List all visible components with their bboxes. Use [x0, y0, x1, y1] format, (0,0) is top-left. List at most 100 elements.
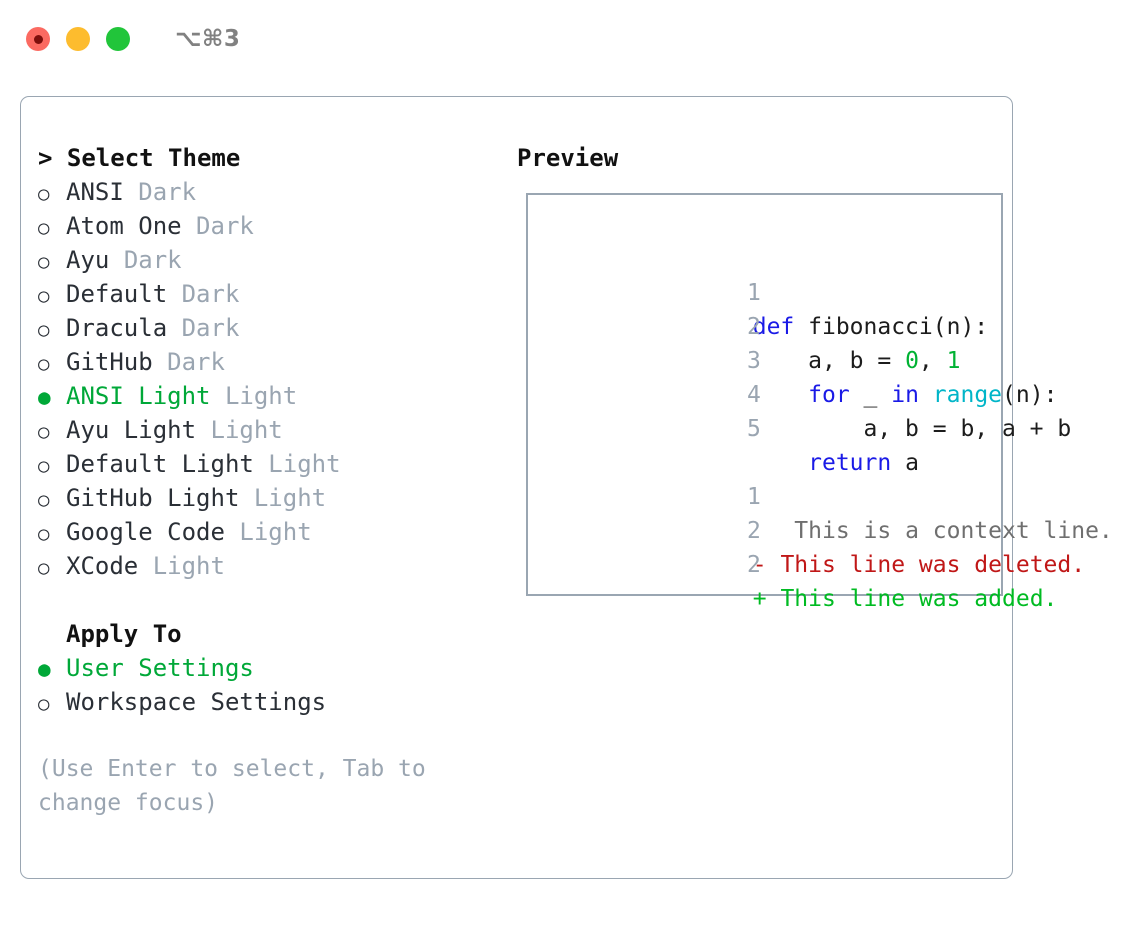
- preview-column: Preview 1 def fibonacci(n): 2 a, b = 0, …: [498, 141, 1113, 870]
- code-token: [919, 382, 933, 408]
- theme-option-variant: Dark: [181, 280, 240, 308]
- theme-option-github-dark[interactable]: ○ GitHub Dark: [38, 345, 498, 379]
- theme-option-label: ANSI: [66, 178, 124, 206]
- theme-option-google-code-light[interactable]: ○ Google Code Light: [38, 515, 498, 549]
- line-number: 1: [747, 280, 761, 306]
- line-number: 2: [747, 552, 761, 578]
- record-dot-icon: [33, 34, 43, 44]
- radio-off-icon[interactable]: ○: [38, 285, 50, 307]
- radio-off-icon[interactable]: ○: [38, 455, 50, 477]
- minimize-button[interactable]: [66, 27, 90, 51]
- theme-option-variant: Light: [224, 382, 298, 410]
- theme-option-variant: Light: [210, 416, 283, 444]
- code-line: 1 def fibonacci(n):: [545, 242, 1001, 340]
- theme-option-variant: Light: [253, 484, 327, 512]
- code-token: range: [932, 382, 1003, 408]
- line-number: 4: [747, 382, 761, 408]
- code-token: return: [808, 450, 892, 476]
- radio-off-icon[interactable]: ○: [38, 557, 50, 579]
- theme-option-ansi-light[interactable]: ● ANSI Light Light: [38, 379, 498, 413]
- code-token: for: [808, 382, 850, 408]
- code-token: 1: [946, 348, 961, 374]
- diff-text: This line was deleted.: [766, 552, 1086, 578]
- theme-option-label: Default: [66, 280, 168, 308]
- maximize-button[interactable]: [106, 27, 130, 51]
- code-token: a, b =: [752, 348, 906, 374]
- theme-option-label: Ayu: [66, 246, 110, 274]
- theme-option-variant: Dark: [167, 348, 225, 376]
- radio-off-icon[interactable]: ○: [38, 319, 50, 341]
- diff-marker: -: [752, 552, 767, 578]
- keyboard-hint-text: (Use Enter to select, Tab to change focu…: [38, 756, 426, 816]
- radio-on-icon[interactable]: ●: [38, 385, 51, 409]
- theme-option-github-light[interactable]: ○ GitHub Light Light: [38, 481, 498, 515]
- theme-option-default-light[interactable]: ○ Default Light Light: [38, 447, 498, 481]
- code-token: ,: [918, 348, 947, 374]
- theme-option-variant: Dark: [196, 212, 254, 240]
- radio-on-icon[interactable]: ●: [38, 657, 51, 681]
- apply-to-option-label: User Settings: [66, 654, 254, 682]
- theme-picker-card: > Select Theme ○ ANSI Dark ○ Atom One Da…: [20, 96, 1113, 879]
- code-line: 5 return a: [545, 378, 1001, 476]
- diff-line-added: 2 + This line was added.: [545, 514, 1057, 612]
- radio-off-icon[interactable]: ○: [38, 251, 50, 273]
- diff-text: This line was added.: [766, 586, 1058, 612]
- theme-option-label: GitHub: [66, 348, 153, 376]
- theme-list-heading: > Select Theme: [38, 144, 241, 172]
- theme-option-variant: Light: [239, 518, 312, 546]
- theme-option-label: Dracula: [66, 314, 168, 342]
- close-button[interactable]: [26, 27, 50, 51]
- window-controls: [26, 27, 130, 51]
- diff-sample: 1 This is a context line. 2 - This line …: [545, 446, 1113, 612]
- theme-list-column: > Select Theme ○ ANSI Dark ○ Atom One Da…: [38, 141, 498, 870]
- theme-option-default-dark[interactable]: ○ Default Dark: [38, 277, 498, 311]
- radio-off-icon[interactable]: ○: [38, 489, 50, 511]
- line-number: 2: [747, 518, 761, 544]
- preview-box: 1 def fibonacci(n): 2 a, b = 0, 1 3 for …: [526, 193, 1113, 612]
- code-line: 4 a, b = b, a + b: [545, 344, 1071, 442]
- radio-off-icon[interactable]: ○: [38, 523, 50, 545]
- code-sample: 1 def fibonacci(n): 2 a, b = 0, 1 3 for …: [545, 242, 1071, 476]
- code-token: (n):: [1002, 382, 1058, 408]
- theme-option-atom-one-dark[interactable]: ○ Atom One Dark: [38, 209, 498, 243]
- line-number: 2: [747, 314, 761, 340]
- code-token: _: [849, 382, 892, 408]
- preview-heading: Preview: [517, 144, 619, 172]
- theme-option-variant: Dark: [123, 246, 182, 274]
- code-token: [753, 450, 808, 476]
- radio-off-icon[interactable]: ○: [38, 217, 50, 239]
- line-number: 5: [747, 416, 761, 442]
- code-token: def: [752, 314, 795, 340]
- theme-option-ayu-light[interactable]: ○ Ayu Light Light: [38, 413, 498, 447]
- radio-off-icon[interactable]: ○: [38, 693, 50, 715]
- theme-option-label: GitHub Light: [66, 484, 240, 512]
- theme-option-variant: Dark: [138, 178, 197, 206]
- theme-option-xcode-light[interactable]: ○ XCode Light: [38, 549, 498, 583]
- apply-to-option-user-settings[interactable]: ● User Settings: [38, 651, 498, 685]
- apply-to-options-list: ● User Settings ○ Workspace Settings: [38, 651, 498, 719]
- theme-option-variant: Light: [268, 450, 341, 478]
- radio-off-icon[interactable]: ○: [38, 353, 50, 375]
- theme-option-dracula-dark[interactable]: ○ Dracula Dark: [38, 311, 498, 345]
- apply-to-heading: Apply To: [66, 620, 182, 648]
- code-token: in: [891, 382, 919, 408]
- diff-line-context: 1 This is a context line.: [545, 446, 1113, 544]
- line-number: 1: [747, 484, 761, 510]
- theme-option-ansi-dark[interactable]: ○ ANSI Dark: [38, 175, 498, 209]
- theme-option-label: ANSI Light: [66, 382, 211, 410]
- theme-option-label: Google Code: [66, 518, 225, 546]
- theme-option-variant: Dark: [181, 314, 240, 342]
- keyboard-shortcut-label: ⌥⌘3: [175, 26, 241, 52]
- radio-off-icon[interactable]: ○: [38, 183, 50, 205]
- theme-option-ayu-dark[interactable]: ○ Ayu Dark: [38, 243, 498, 277]
- theme-option-label: XCode: [66, 552, 139, 580]
- code-token: a: [891, 450, 919, 476]
- theme-option-label: Atom One: [66, 212, 182, 240]
- apply-to-option-workspace-settings[interactable]: ○ Workspace Settings: [38, 685, 498, 719]
- code-token: fibonacci(n):: [794, 314, 989, 340]
- apply-to-option-label: Workspace Settings: [66, 688, 327, 716]
- code-token: 0: [905, 348, 919, 374]
- code-line: 2 a, b = 0, 1: [545, 276, 1001, 374]
- radio-off-icon[interactable]: ○: [38, 421, 50, 443]
- theme-option-label: Default Light: [66, 450, 254, 478]
